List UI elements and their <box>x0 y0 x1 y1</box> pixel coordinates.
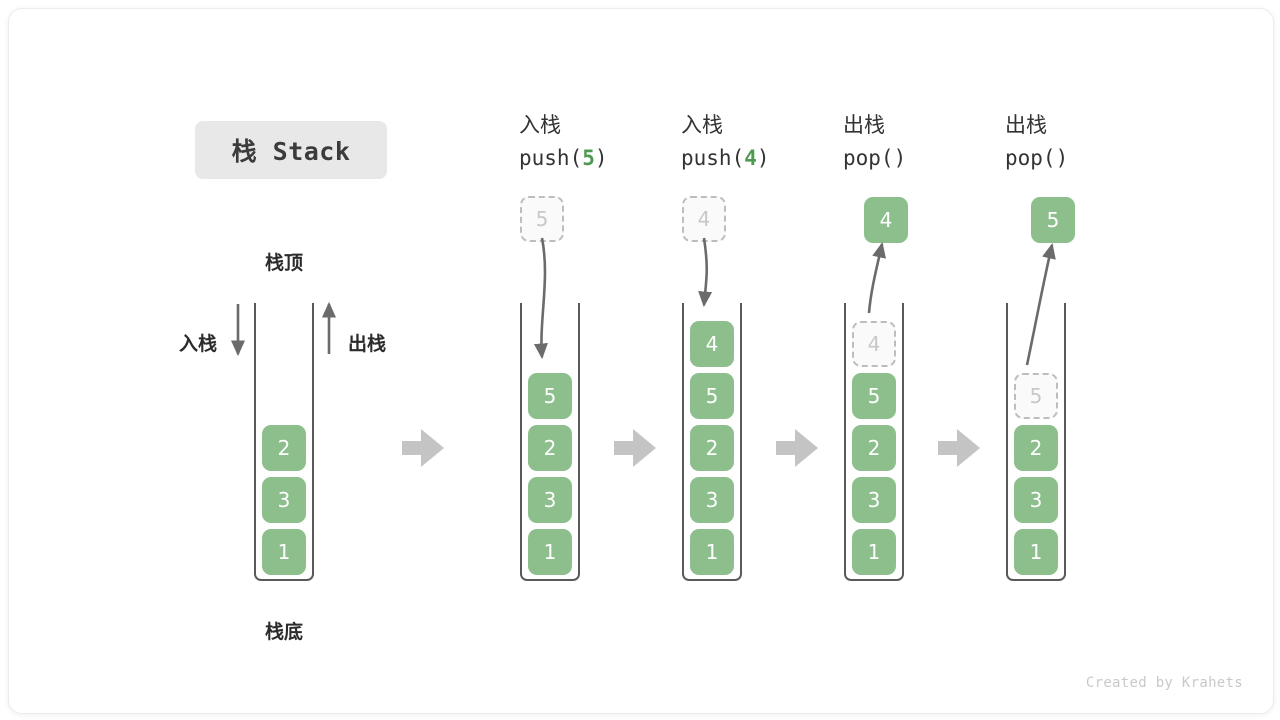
stack-element: 3 <box>528 477 572 523</box>
stack-container-push-4 <box>682 303 742 581</box>
stack-element: 2 <box>852 425 896 471</box>
pop-direction-label: 出栈 <box>348 333 387 355</box>
stack-element: 4 <box>690 321 734 367</box>
stack-element: 3 <box>690 477 734 523</box>
code-suffix: ) <box>756 145 770 170</box>
incoming-element-ghost: 5 <box>520 196 564 242</box>
title-badge: 栈 Stack <box>195 121 387 179</box>
stack-container-pop-5 <box>1006 303 1066 581</box>
stack-container-pop-4 <box>844 303 904 581</box>
stack-element: 5 <box>690 373 734 419</box>
push-4-arrow-icon <box>698 237 713 308</box>
stack-element: 1 <box>690 529 734 575</box>
code-prefix: pop( <box>843 145 894 170</box>
step-transition-arrow-icon <box>776 429 818 467</box>
stack-element: 1 <box>852 529 896 575</box>
incoming-element-ghost: 4 <box>682 196 726 242</box>
push-direction-label: 入栈 <box>179 333 218 355</box>
stack-element: 2 <box>528 425 572 471</box>
code-prefix: push( <box>519 145 583 170</box>
step-header-code: push(5) <box>519 142 669 175</box>
outgoing-element-ghost: 4 <box>852 321 896 367</box>
outgoing-element-ghost: 5 <box>1014 373 1058 419</box>
step-header-cn: 出栈 <box>843 113 885 137</box>
stack-element: 1 <box>1014 529 1058 575</box>
step-header-cn: 入栈 <box>519 113 561 137</box>
stack-element: 3 <box>852 477 896 523</box>
step-transition-arrow-icon <box>614 429 656 467</box>
code-suffix: ) <box>893 145 907 170</box>
stack-element: 3 <box>1014 477 1058 523</box>
stack-bottom-label: 栈底 <box>265 621 304 643</box>
stack-element: 2 <box>690 425 734 471</box>
stack-element: 1 <box>528 529 572 575</box>
step-header-pop-4: 出栈 pop() <box>843 109 993 174</box>
step-header-push-5: 入栈 push(5) <box>519 109 669 174</box>
popped-element: 4 <box>864 197 908 243</box>
popped-element: 5 <box>1031 197 1075 243</box>
code-prefix: push( <box>681 145 745 170</box>
code-suffix: ) <box>594 145 608 170</box>
stack-container-push-5 <box>520 303 580 581</box>
code-suffix: ) <box>1055 145 1069 170</box>
step-header-code: pop() <box>1005 142 1155 175</box>
step-header-cn: 出栈 <box>1005 113 1047 137</box>
stack-element: 2 <box>1014 425 1058 471</box>
attribution-footer: Created by Krahets <box>1085 675 1243 691</box>
code-prefix: pop( <box>1005 145 1056 170</box>
code-number: 4 <box>744 145 757 170</box>
stack-element: 1 <box>262 529 306 575</box>
step-transition-arrow-icon <box>938 429 980 467</box>
code-number: 5 <box>582 145 595 170</box>
step-header-pop-5: 出栈 pop() <box>1005 109 1155 174</box>
stack-element: 3 <box>262 477 306 523</box>
stack-element: 5 <box>852 373 896 419</box>
diagram-card: 栈 Stack 栈顶 入栈 出栈 2 3 1 栈底 入栈 push(5) 5 5… <box>8 8 1274 714</box>
step-header-code: pop() <box>843 142 993 175</box>
step-transition-arrow-icon <box>402 429 444 467</box>
stack-element: 5 <box>528 373 572 419</box>
step-header-code: push(4) <box>681 142 831 175</box>
step-header-cn: 入栈 <box>681 113 723 137</box>
stack-element: 2 <box>262 425 306 471</box>
step-header-push-4: 入栈 push(4) <box>681 109 831 174</box>
stack-container-initial <box>254 303 314 581</box>
stack-top-label: 栈顶 <box>265 252 304 274</box>
